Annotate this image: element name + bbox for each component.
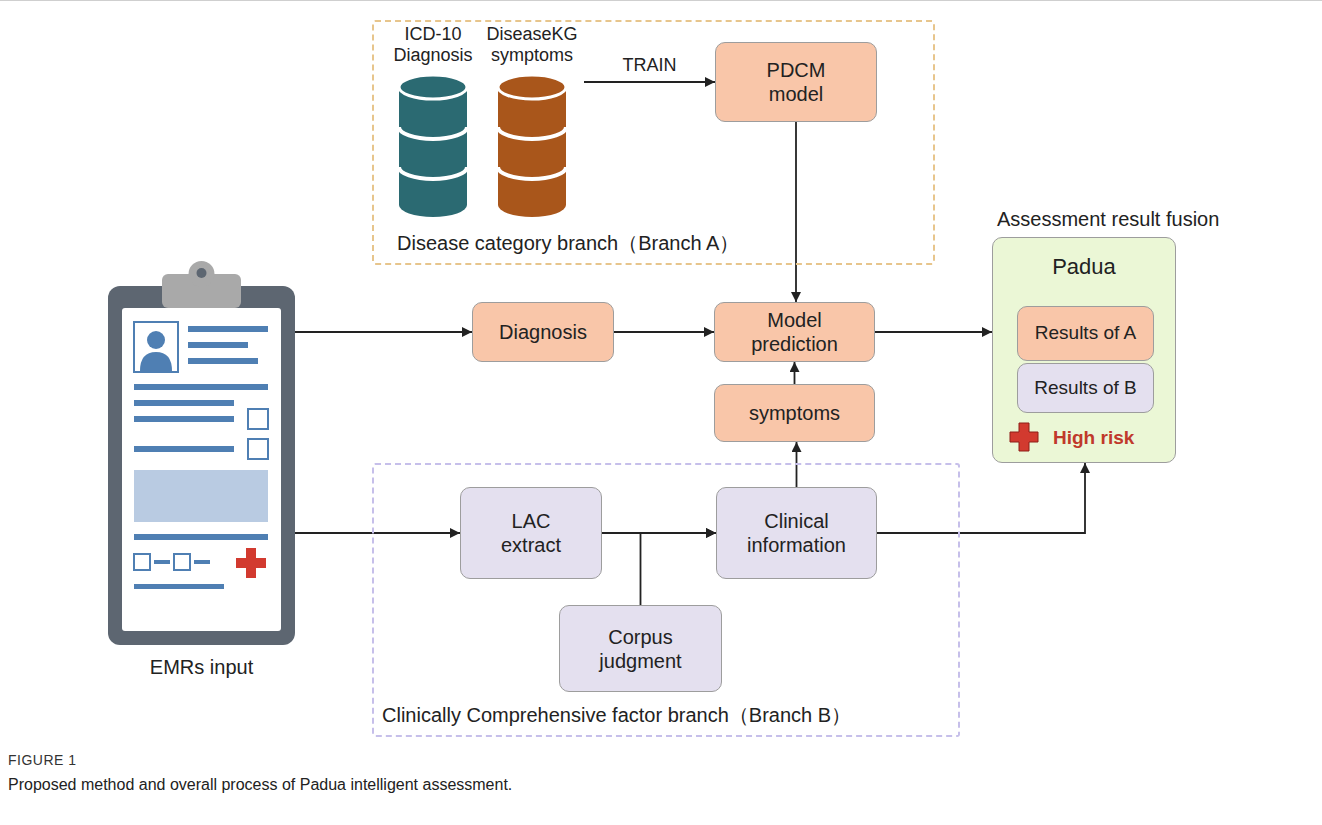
figure-caption: Proposed method and overall process of P…: [8, 776, 512, 794]
flow-arrow: [295, 331, 472, 333]
box-label: Diagnosis: [499, 320, 587, 344]
flow-arrow: [794, 362, 796, 384]
input-label: EMRs input: [88, 656, 315, 679]
branch-b-region: Clinically Comprehensive factor branch（B…: [372, 463, 960, 737]
risk-label: High risk: [1053, 427, 1134, 449]
top-rule: [0, 0, 1322, 1]
flow-arrow: [795, 122, 797, 302]
result-box: Results of B: [1017, 363, 1154, 413]
panel-title: Padua: [993, 254, 1175, 280]
panel-heading: Assessment result fusion: [997, 208, 1219, 231]
box-label: Results of B: [1034, 377, 1136, 400]
result-box: Results of A: [1017, 306, 1154, 361]
process-box: Corpus judgment: [559, 605, 722, 692]
box-label: Clinical information: [739, 509, 854, 557]
region-title: Clinically Comprehensive factor branch（B…: [382, 702, 851, 729]
process-box: symptoms: [714, 384, 875, 442]
flow-arrow: [877, 463, 1085, 533]
cylinder-symbol: [494, 71, 570, 219]
database-cylinder: ICD-10 Diagnosis: [388, 24, 478, 219]
box-label: Corpus judgment: [591, 625, 691, 673]
database-label: DiseaseKG symptoms: [480, 24, 584, 65]
cylinder-symbol: [395, 71, 471, 219]
cross-icon: [1009, 422, 1039, 452]
flow-arrow: [295, 532, 460, 534]
box-label: Model prediction: [740, 308, 850, 356]
figure-number: FIGURE 1: [8, 752, 77, 768]
process-box: Model prediction: [714, 302, 875, 362]
box-label: symptoms: [749, 401, 840, 425]
clipboard-illustration: [108, 258, 295, 645]
flow-arrow: [614, 331, 714, 333]
flow-arrow: [584, 81, 715, 83]
box-label: Results of A: [1035, 322, 1136, 345]
process-box: PDCM model: [715, 42, 877, 122]
box-label: PDCM model: [751, 58, 841, 106]
database-cylinder: DiseaseKG symptoms: [480, 24, 584, 219]
process-box: Diagnosis: [472, 302, 614, 362]
process-box: Clinical information: [716, 487, 877, 579]
flow-arrow: [875, 331, 992, 333]
flow-arrow: [641, 533, 717, 605]
database-label: ICD-10 Diagnosis: [388, 24, 478, 65]
fusion-panel: Assessment result fusionPaduaHigh riskRe…: [992, 237, 1176, 463]
emr-clipboard: EMRs input: [108, 258, 295, 645]
process-box: LAC extract: [460, 487, 602, 579]
edge-label: TRAIN: [620, 55, 680, 76]
region-title: Disease category branch（Branch A）: [397, 230, 739, 257]
box-label: LAC extract: [481, 509, 581, 557]
